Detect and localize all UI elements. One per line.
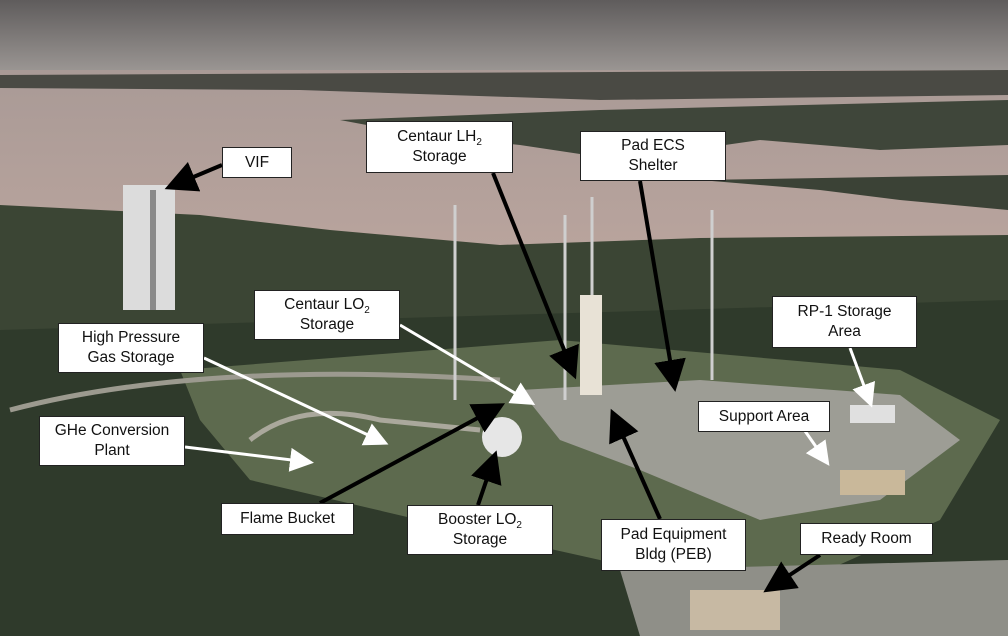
label-support-area: Support Area: [698, 401, 830, 432]
label-text: Centaur LO2: [284, 296, 370, 317]
label-text: Pad ECS: [621, 137, 685, 154]
label-flame-bucket: Flame Bucket: [221, 503, 354, 535]
island: [340, 100, 1008, 160]
label-text: VIF: [244, 153, 270, 171]
ready-room-lot: [620, 560, 1008, 636]
label-text: GHe Conversion: [54, 422, 170, 439]
distant-shore: [0, 70, 1008, 100]
label-ready-room: Ready Room: [800, 523, 933, 555]
label-text: Shelter: [628, 157, 678, 174]
label-text: Support Area: [718, 407, 810, 425]
label-text: RP-1 Storage: [797, 303, 892, 320]
booster-lo2-sphere: [482, 417, 522, 457]
label-text: High Pressure: [81, 329, 181, 346]
label-text: Centaur LH2: [397, 128, 482, 149]
label-vif: VIF: [222, 147, 292, 178]
label-text: Ready Room: [821, 530, 912, 547]
label-text: Booster LO2: [438, 511, 522, 532]
rocket: [580, 295, 602, 395]
label-text: Pad Equipment: [620, 526, 727, 543]
label-text: Area: [828, 323, 861, 340]
label-text: Flame Bucket: [240, 510, 335, 527]
label-text: Storage: [412, 148, 467, 165]
vif-building: [123, 185, 175, 310]
label-pad-ecs-shelter: Pad ECS Shelter: [580, 131, 726, 181]
label-text: Gas Storage: [87, 349, 175, 366]
label-text: Bldg (PEB): [635, 546, 712, 563]
label-text: Plant: [94, 442, 130, 459]
label-text: Storage: [299, 316, 355, 333]
sky: [0, 0, 1008, 80]
label-text: Storage: [452, 531, 508, 548]
